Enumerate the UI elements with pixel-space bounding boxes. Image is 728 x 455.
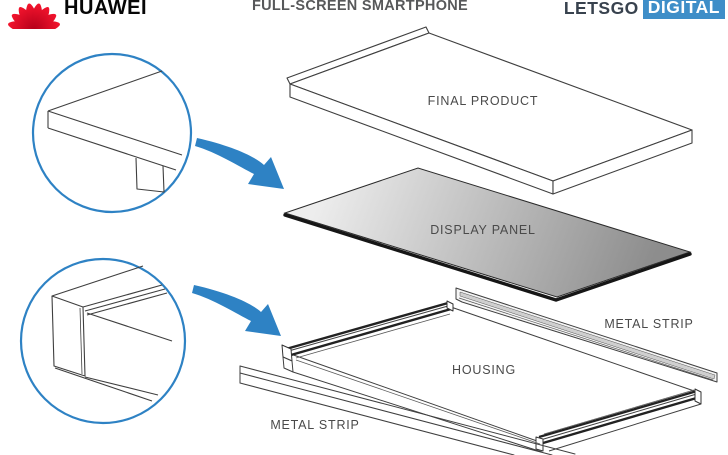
page-title: FULL-SCREEN SMARTPHONE: [251, 0, 469, 14]
digital-badge: DIGITAL: [642, 0, 725, 19]
metal-strip-right-drawing: [455, 287, 718, 383]
display-panel-label: DISPLAY PANEL: [430, 223, 536, 237]
zoom-arrow-top-icon: [195, 138, 284, 189]
huawei-wordmark: HUAWEI: [64, 0, 147, 19]
display-panel-drawing: [283, 167, 692, 302]
final-product-label: FINAL PRODUCT: [427, 94, 539, 108]
housing-label: HOUSING: [452, 363, 516, 377]
final-product-drawing: [286, 26, 693, 195]
metal-strip-bottom-drawing: [239, 365, 576, 455]
huawei-logo-icon: [8, 2, 60, 29]
metal-strip-bottom-label: METAL STRIP: [270, 418, 360, 432]
metal-strip-right-label: METAL STRIP: [604, 317, 694, 331]
detail-circle-top: [31, 52, 193, 214]
letsgo-wordmark: LETSGO: [563, 0, 639, 18]
detail-circle-bottom: [19, 257, 187, 425]
letsgodigital-logo: LETSGO DIGITAL: [564, 0, 725, 19]
zoom-arrow-bottom-icon: [192, 285, 281, 336]
housing-drawing: [281, 300, 702, 453]
